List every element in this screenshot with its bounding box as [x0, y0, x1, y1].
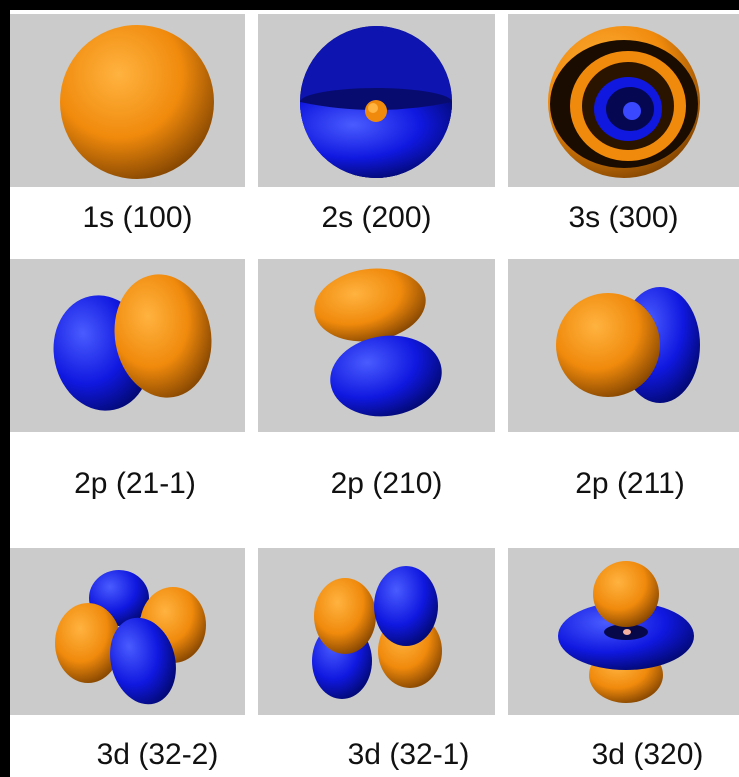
orbital-3s-graphic	[548, 26, 700, 178]
orbital-panel-2p0	[258, 259, 495, 432]
orbital-panel-2s	[258, 14, 495, 187]
orbital-label-2p1: 2p (211)	[575, 467, 685, 500]
orbital-panel-3d-2	[10, 548, 245, 715]
orbital-2s-graphic	[300, 26, 452, 178]
orbital-label-3d-1: 3d (32-1)	[347, 738, 470, 771]
orbital-label-2p0: 2p (210)	[330, 467, 443, 500]
orbital-2p0-graphic	[314, 268, 442, 417]
orbital-panel-1s	[10, 14, 245, 187]
orbital-1s-graphic	[60, 25, 214, 179]
orbital-label-1s: 1s (100)	[82, 201, 193, 234]
orbital-label-3d-2: 3d (32-2)	[96, 738, 219, 771]
orbital-label-2p-1: 2p (21-1)	[74, 467, 196, 500]
orbital-3d-1-graphic	[312, 566, 442, 699]
orbital-panel-3s	[508, 14, 739, 187]
orbital-label-2s: 2s (200)	[321, 201, 432, 234]
orbital-label-3d0: 3d (320)	[591, 738, 704, 771]
orbital-panel-3d0	[508, 548, 739, 715]
orbital-panel-3d-1	[258, 548, 495, 715]
orbital-panel-2p1	[508, 259, 739, 432]
orbital-panel-2p-1	[10, 259, 245, 432]
orbital-2p1-graphic	[556, 287, 700, 403]
orbital-label-3s: 3s (300)	[568, 201, 679, 234]
orbital-3d-2-graphic	[55, 570, 206, 705]
orbital-2p-1-graphic	[53, 274, 212, 411]
orbital-3d0-graphic	[558, 561, 694, 703]
orbital-1s-sphere	[60, 25, 214, 179]
